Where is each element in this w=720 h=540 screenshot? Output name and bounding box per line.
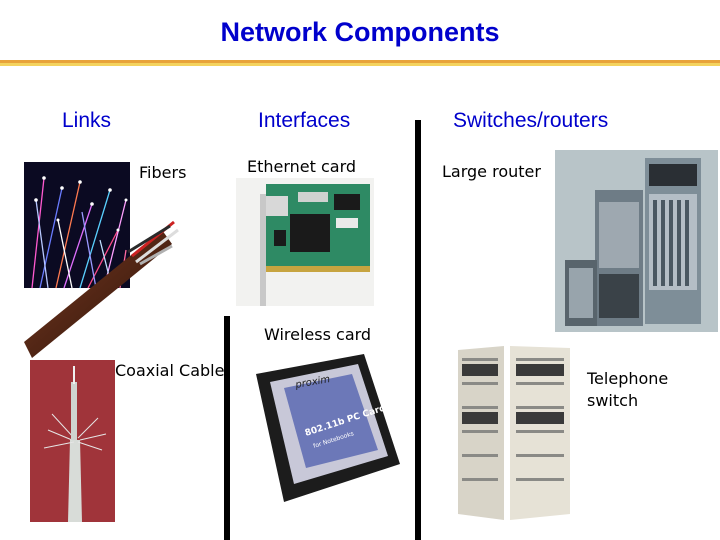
telephone-switch-label-line2: switch [587, 391, 639, 410]
wireless-card-image: proxim 802.11b PC Card for Notebooks [256, 354, 400, 502]
large-router-image [555, 150, 718, 332]
links-heading: Links [62, 109, 112, 132]
column-divider-left [224, 316, 230, 540]
telephone-switch-label-line1: Telephone [587, 369, 669, 388]
title-underline-accent [0, 63, 720, 66]
ethernet-label: Ethernet card [247, 157, 357, 176]
title-underline [0, 60, 720, 63]
slide-title: Network Components [220, 17, 500, 47]
fibers-label: Fibers [139, 163, 187, 182]
fibers-image [24, 162, 179, 358]
wireless-label: Wireless card [264, 325, 372, 344]
ethernet-card-image [236, 178, 374, 306]
coaxial-cable-image [30, 360, 115, 522]
switches-heading: Switches/routers [453, 109, 609, 132]
interfaces-heading: Interfaces [258, 109, 351, 132]
telephone-switch-image [452, 342, 577, 524]
column-divider-right [415, 120, 421, 540]
coaxial-label: Coaxial Cable [115, 361, 225, 380]
router-label: Large router [442, 162, 541, 181]
